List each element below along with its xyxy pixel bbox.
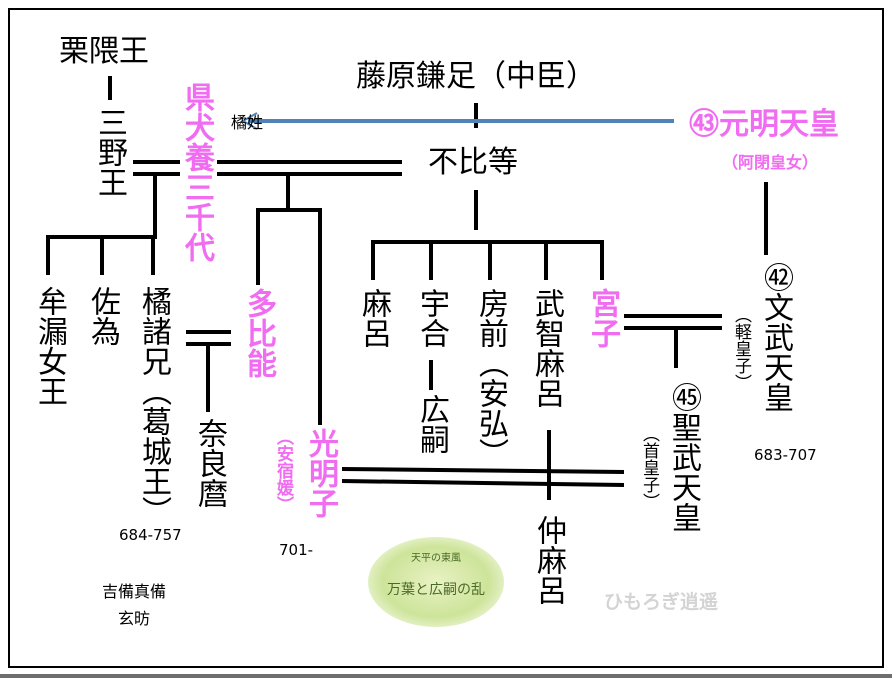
name-tahino: 多比能 <box>241 288 276 378</box>
name-komyoshi-sub: （安宿媛） <box>273 428 293 513</box>
badge-line2: 万葉と広嗣の乱 <box>387 582 485 598</box>
name-shomu-sub: （首皇子） <box>639 425 659 510</box>
name-mumuro: 牟漏女王 <box>32 286 67 406</box>
bottom-strip <box>0 674 892 678</box>
note-genbo: 玄昉 <box>118 609 151 628</box>
name-fusasaki: 房前（安弘） <box>473 288 508 468</box>
name-tachibana-moroe: 橘諸兄（葛城王） <box>136 286 171 526</box>
name-mino: 三野王 <box>92 107 127 197</box>
line-komyoshi-shomu-b <box>341 479 625 487</box>
date-komyoshi: 701- <box>279 541 314 559</box>
name-mommu: ㊷文武天皇 <box>758 262 793 412</box>
tenpyo-badge: 天平の東風 万葉と広嗣の乱 <box>368 537 504 627</box>
name-fuhito: 不比等 <box>428 145 518 180</box>
note-kibi: 吉備真備 <box>102 582 167 601</box>
date-moroe: 684-757 <box>119 526 182 544</box>
name-miyako: 宮子 <box>585 288 620 348</box>
name-mommu-sub: （軽皇子） <box>731 306 751 391</box>
name-komyoshi: 光明子 <box>303 428 338 518</box>
name-sai: 佐為 <box>85 286 120 346</box>
name-maro: 麻呂 <box>356 288 391 348</box>
label-tachibana-sei: 橘姓 <box>231 113 264 132</box>
name-umakai: 宇合 <box>414 288 449 348</box>
name-shomu: ㊺聖武天皇 <box>666 382 701 532</box>
name-nara-maro: 奈良麿 <box>192 418 227 508</box>
line-komyoshi-shomu-a <box>341 467 625 474</box>
name-fujiwara-kamatari: 藤原鎌足（中臣） <box>356 59 596 94</box>
tachibana-arrow-head <box>240 112 258 130</box>
badge-line1: 天平の東風 <box>411 553 461 564</box>
name-genmei: ㊸元明天皇 <box>689 107 839 142</box>
name-kurikuma: 栗隈王 <box>59 34 149 69</box>
name-genmei-sub: （阿閉皇女） <box>722 153 819 172</box>
name-agata-inukai: 県犬養三千代 <box>179 82 214 262</box>
name-hirotsugu: 広嗣 <box>414 394 449 454</box>
date-mommu: 683-707 <box>754 446 817 464</box>
name-nakamaro: 仲麻呂 <box>531 515 566 605</box>
name-muchimaro: 武智麻呂 <box>529 288 564 408</box>
watermark: ひもろぎ逍遥 <box>604 591 719 613</box>
